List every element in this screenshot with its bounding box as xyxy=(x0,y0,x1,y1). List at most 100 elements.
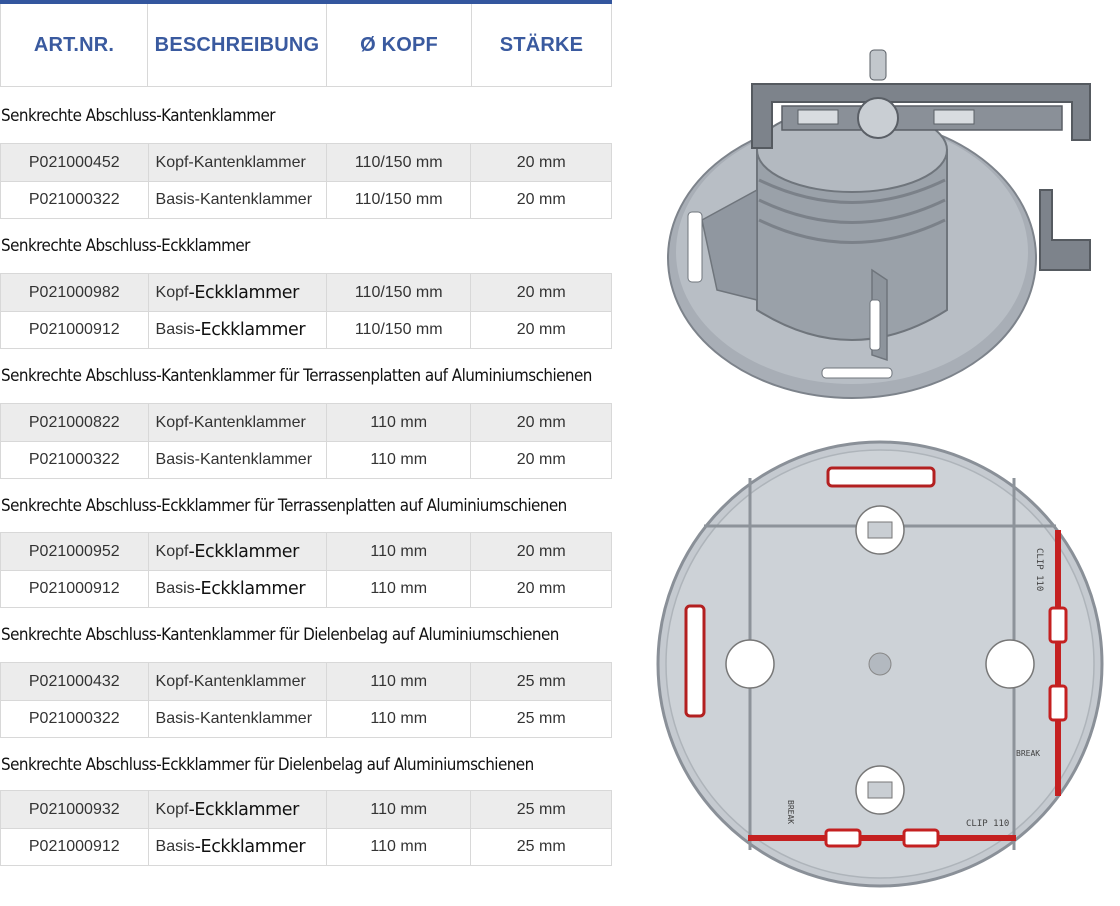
cell-staerke: 25 mm xyxy=(470,663,611,700)
cell-kopf: 110/150 mm xyxy=(325,182,471,218)
cell-art-nr: P021000912 xyxy=(28,321,120,338)
section-title: Senkrechte Abschluss-Kantenklammer für T… xyxy=(1,366,592,385)
cell-kopf: 110/150 mm xyxy=(325,274,471,311)
cell-staerke: 20 mm xyxy=(470,144,611,181)
section-title: Senkrechte Abschluss-Eckklammer xyxy=(1,236,250,255)
desc-lead: Basis xyxy=(155,580,195,597)
cell-beschreibung: Kopf-Eckklammer xyxy=(147,274,326,311)
cell-beschreibung: Basis -Eckklammer xyxy=(147,829,326,865)
section-title: Senkrechte Abschluss-Kantenklammer xyxy=(1,106,276,125)
desc-tail: -Eckklammer xyxy=(194,579,306,599)
section-title: Senkrechte Abschluss-Kantenklammer für D… xyxy=(1,625,559,644)
cell-beschreibung: Kopf-Kantenklammer xyxy=(147,404,326,441)
section-title: Senkrechte Abschluss-Eckklammer für Diel… xyxy=(1,755,534,774)
cell-beschreibung: Basis-Kantenklammer xyxy=(147,442,326,478)
cell-kopf: 110/150 mm xyxy=(325,144,471,181)
cell-kopf: 110 mm xyxy=(325,701,471,737)
cell-staerke: 25 mm xyxy=(470,791,611,828)
clip-label-side: CLIP 110 xyxy=(1034,548,1044,591)
clip-label-bottom: CLIP 110 xyxy=(966,819,1009,829)
desc-lead: Kopf xyxy=(155,800,189,818)
cell-beschreibung: Kopf-Kantenklammer xyxy=(147,144,326,181)
cell-staerke: 20 mm xyxy=(470,274,611,311)
break-label-side: BREAK xyxy=(1016,749,1040,758)
cell-art-nr: P021000322 xyxy=(28,191,120,208)
break-label-bottom: BREAK xyxy=(786,800,795,824)
cell-kopf: 110 mm xyxy=(325,404,471,441)
cell-staerke: 20 mm xyxy=(470,404,611,441)
cell-kopf: 110 mm xyxy=(325,791,471,828)
cell-beschreibung: Kopf-Eckklammer xyxy=(147,533,326,570)
desc-lead: Kopf-Kantenklammer xyxy=(155,413,306,431)
cell-beschreibung: Basis-Eckklammer xyxy=(147,312,326,348)
cell-kopf: 110 mm xyxy=(325,663,471,700)
desc-lead: Kopf-Kantenklammer xyxy=(155,153,306,171)
product-table: ART.NR. BESCHREIBUNG Ø KOPF STÄRKE xyxy=(0,0,612,87)
cell-staerke: 20 mm xyxy=(470,182,611,218)
desc-lead: Basis xyxy=(155,321,195,338)
header-beschreibung: BESCHREIBUNG xyxy=(147,4,326,86)
header-staerke: STÄRKE xyxy=(471,4,612,86)
desc-lead: Kopf xyxy=(155,542,189,560)
cell-art-nr: P021000982 xyxy=(28,283,120,301)
desc-lead: Kopf-Kantenklammer xyxy=(155,672,306,690)
cell-beschreibung: Kopf-Kantenklammer xyxy=(147,663,326,700)
cell-kopf: 110 mm xyxy=(325,442,471,478)
header-art-nr: ART.NR. xyxy=(0,4,147,86)
cell-staerke: 25 mm xyxy=(470,701,611,737)
cell-art-nr: P021000432 xyxy=(28,672,120,690)
desc-tail: -Eckklammer xyxy=(188,799,299,820)
cell-kopf: 110 mm xyxy=(325,829,471,865)
cell-staerke: 20 mm xyxy=(470,442,611,478)
desc-lead: Basis-Kantenklammer xyxy=(155,191,313,208)
cell-art-nr: P021000912 xyxy=(28,838,120,855)
desc-lead: Basis-Kantenklammer xyxy=(155,451,313,468)
header-kopf: Ø KOPF xyxy=(326,4,471,86)
section-title: Senkrechte Abschluss-Eckklammer für Terr… xyxy=(1,496,567,515)
cell-kopf: 110 mm xyxy=(325,533,471,570)
pedestal-clip-illustration xyxy=(667,49,1091,399)
top-view-clip-drawing: CLIP 110 CLIP 110 BREAK BREAK xyxy=(656,440,1104,888)
cell-staerke: 20 mm xyxy=(470,312,611,348)
cell-kopf: 110/150 mm xyxy=(325,312,471,348)
table-header: ART.NR. BESCHREIBUNG Ø KOPF STÄRKE xyxy=(0,0,612,87)
cell-kopf: 110 mm xyxy=(325,571,471,607)
cell-beschreibung: Basis-Kantenklammer xyxy=(147,182,326,218)
desc-tail: -Eckklammer xyxy=(188,282,299,303)
desc-lead: Kopf xyxy=(155,283,189,301)
cell-beschreibung: Basis-Eckklammer xyxy=(147,571,326,607)
cell-beschreibung: Basis-Kantenklammer xyxy=(147,701,326,737)
cell-art-nr: P021000952 xyxy=(28,542,120,560)
cell-staerke: 25 mm xyxy=(470,829,611,865)
desc-lead: Basis xyxy=(155,838,195,855)
desc-tail: -Eckklammer xyxy=(194,320,306,340)
desc-tail: -Eckklammer xyxy=(188,541,299,562)
cell-art-nr: P021000932 xyxy=(28,800,120,818)
cell-beschreibung: Kopf-Eckklammer xyxy=(147,791,326,828)
cell-art-nr: P021000912 xyxy=(28,580,120,597)
desc-lead: Basis-Kantenklammer xyxy=(155,710,313,727)
cell-art-nr: P021000322 xyxy=(28,451,120,468)
cell-art-nr: P021000822 xyxy=(28,413,120,431)
cell-staerke: 20 mm xyxy=(470,571,611,607)
desc-tail: -Eckklammer xyxy=(194,837,306,857)
cell-art-nr: P021000452 xyxy=(28,153,120,171)
